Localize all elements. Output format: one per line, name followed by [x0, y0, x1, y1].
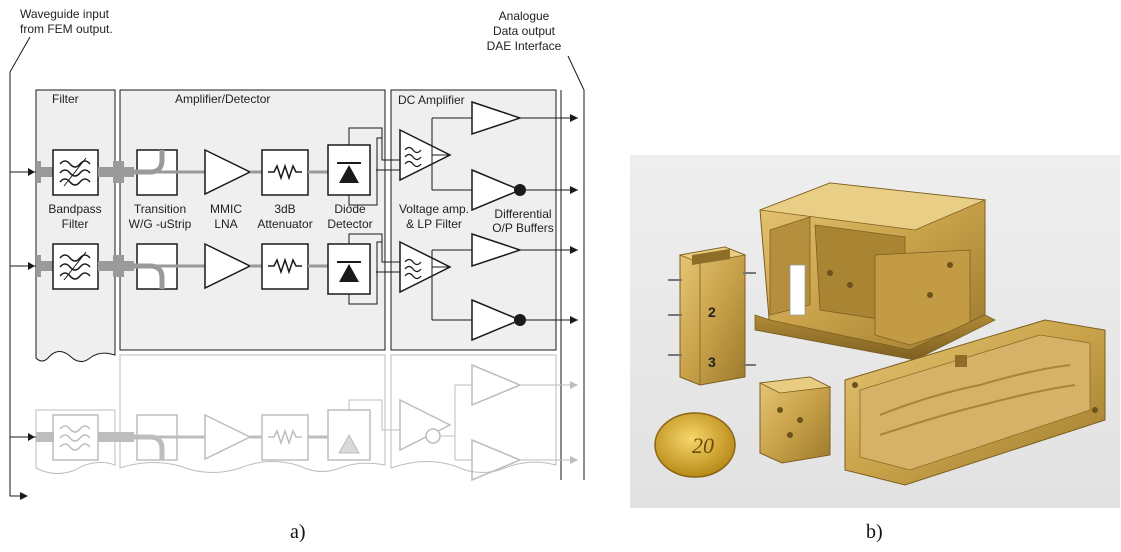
input-leader-line	[10, 37, 30, 480]
output-arrow	[570, 246, 578, 254]
diode-label-line1: Diode	[334, 202, 366, 216]
mmic-label-line1: MMIC	[210, 202, 242, 216]
channel-3-faded	[10, 355, 578, 480]
diode-label-line2: Detector	[327, 217, 372, 231]
bandpass-label-line2: Filter	[62, 217, 89, 231]
caption-a: a)	[290, 521, 306, 544]
bandpass-label-line1: Bandpass	[48, 202, 101, 216]
dc-amp-section-title: DC Amplifier	[398, 93, 465, 107]
input-arrow-3	[28, 433, 35, 441]
output-arrow	[570, 316, 578, 324]
attenuator-label-line2: Attenuator	[257, 217, 312, 231]
coin-value: 20	[692, 433, 714, 458]
attenuator-label-line1: 3dB	[274, 202, 295, 216]
output-arrow	[570, 114, 578, 122]
transition-label-line2: W/G -uStrip	[129, 217, 192, 231]
input-label-line2: from FEM output.	[20, 22, 113, 36]
amp-detector-section-title: Amplifier/Detector	[175, 92, 270, 106]
transition-label-line1: Transition	[134, 202, 186, 216]
inverting-bubble	[514, 314, 526, 326]
block-diagram: Waveguide input from FEM output. Analogu…	[0, 0, 600, 510]
vamp-label-line2: & LP Filter	[406, 217, 462, 231]
input-arrow-4	[20, 492, 28, 500]
input-arrow-1	[28, 168, 35, 176]
filter-section-title: Filter	[52, 92, 79, 106]
caption-b: b)	[866, 521, 883, 544]
part-label-2: 2	[708, 304, 716, 320]
output-label-line2: Data output	[493, 24, 556, 38]
output-label-line3: DAE Interface	[487, 39, 562, 53]
inverting-bubble	[514, 184, 526, 196]
input-label-line1: Waveguide input	[20, 7, 110, 21]
main-housing	[755, 183, 995, 360]
output-label-line1: Analogue	[499, 9, 550, 23]
buffers-label-line1: Differential	[494, 207, 551, 221]
output-arrow	[570, 186, 578, 194]
mmic-label-line2: LNA	[214, 217, 237, 231]
euro-coin: 20	[655, 413, 735, 477]
buffers-label-line2: O/P Buffers	[492, 221, 554, 235]
detector-block-part	[760, 377, 830, 463]
part-label-3: 3	[708, 354, 716, 370]
vamp-label-line1: Voltage amp.	[399, 202, 469, 216]
input-arrow-2	[28, 262, 35, 270]
hardware-photo-illustration: 2 3 20	[630, 155, 1120, 508]
filter-block-part: 2 3	[668, 247, 756, 385]
hardware-photo: 2 3 20	[630, 155, 1120, 508]
